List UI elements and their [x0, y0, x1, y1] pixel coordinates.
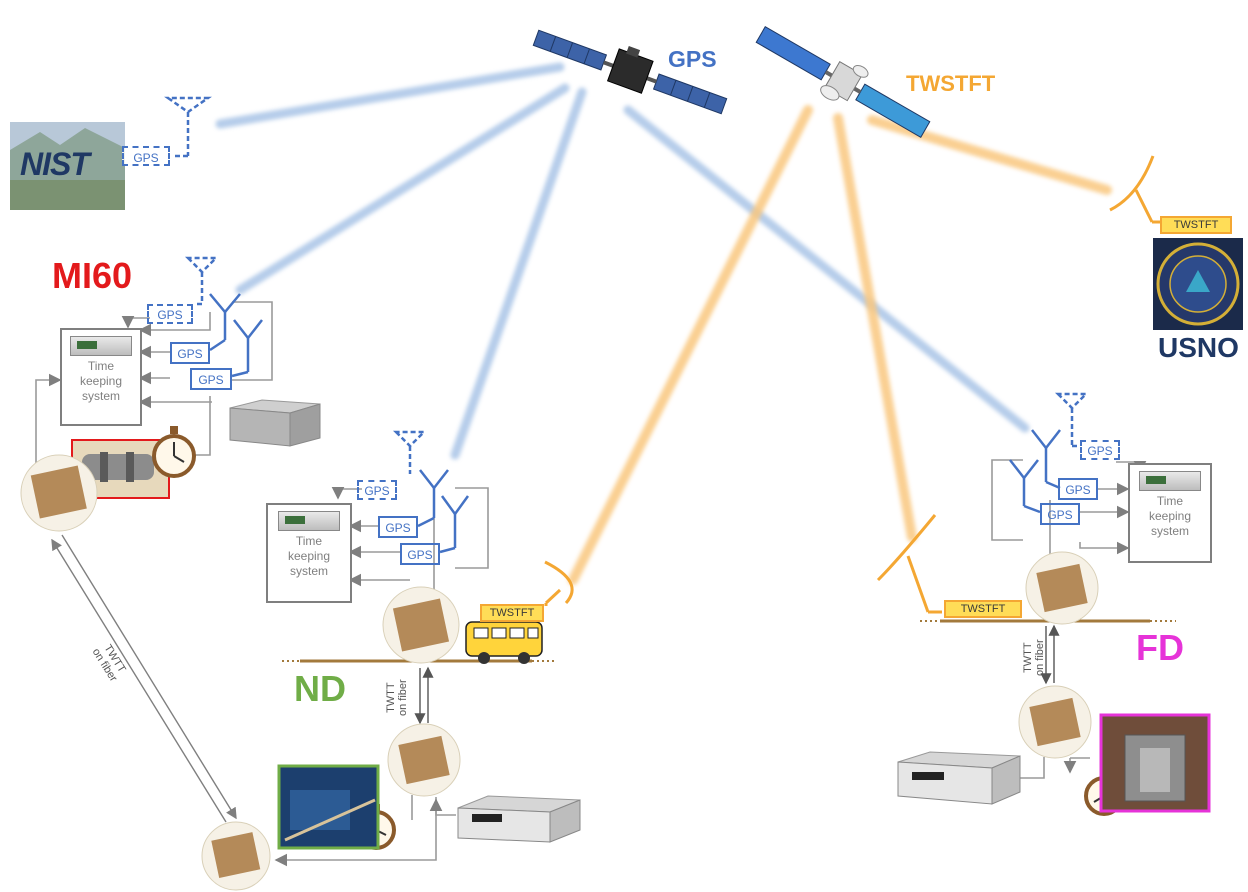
mi60-wr-node	[20, 454, 98, 532]
nist-antenna-icon	[164, 96, 212, 158]
nd-wr-node-bottom	[387, 723, 461, 797]
mi60-timekeeping-box: Time keeping system	[60, 328, 142, 426]
fd-timekeeping-box: Time keeping system	[1128, 463, 1212, 563]
fd-bottom-wires	[1018, 757, 1090, 779]
gps-beams	[215, 62, 1030, 460]
nd-fiber-label: TWTT on fiber	[385, 679, 409, 716]
fd-fiber-line2: on fiber	[1034, 639, 1047, 676]
twstft-beam-fd	[833, 113, 917, 542]
nd-gps-box-2: GPS	[400, 543, 440, 565]
gps-satellite-label: GPS	[668, 46, 717, 72]
nd-detector-photo	[277, 764, 380, 850]
nd-tk-line3: system	[289, 564, 328, 578]
twstft-beam-usno	[867, 115, 1112, 195]
fd-wr-node-bottom	[1018, 685, 1092, 759]
mi60-timekeeping-device-icon	[70, 336, 132, 356]
nd-twstft-box: TWSTFT	[480, 604, 544, 622]
fd-antenna-dashed-icon	[1054, 392, 1090, 448]
fd-twstft-box: TWSTFT	[944, 600, 1022, 618]
nd-timekeeping-box: Time keeping system	[266, 503, 352, 603]
fd-wires	[991, 459, 1147, 555]
nd-counter-instrument	[457, 795, 581, 843]
usno-label: USNO	[1158, 332, 1239, 363]
mi60-gps-receiver-box	[229, 399, 321, 447]
nist-photo	[10, 122, 125, 210]
fd-timekeeping-device-icon	[1139, 471, 1201, 491]
nd-fiber-line1: TWTT	[385, 682, 397, 713]
mi60-tk-line3: system	[81, 389, 120, 403]
gps-beam-nist	[215, 62, 565, 129]
gps-beam-nd	[450, 87, 587, 460]
nd-gps-dashed-box: GPS	[357, 480, 397, 500]
nist-gps-box: GPS	[122, 146, 170, 166]
twstft-beams	[568, 105, 1112, 585]
fd-gps-dashed-box: GPS	[1080, 440, 1120, 460]
nd-antenna-dashed-icon	[392, 430, 428, 474]
nd-wr-node	[382, 586, 460, 664]
usno-dish-icon	[1109, 155, 1160, 224]
mi60-antenna-dashed-icon	[184, 256, 220, 306]
nd-tk-line1: Time	[295, 534, 323, 548]
nd-dish-icon	[544, 560, 574, 606]
gps-beam-fd	[623, 105, 1030, 433]
bottom-wr-node	[201, 821, 271, 891]
nd-tk-line2: keeping	[287, 549, 331, 563]
mi60-gps-box-2: GPS	[190, 368, 232, 390]
twstft-satellite-icon	[755, 26, 931, 138]
mi60-fiber-link	[51, 534, 237, 823]
fd-detector-photo	[1099, 713, 1211, 813]
nd-bottom-wires	[274, 795, 456, 867]
nd-van-icon	[465, 621, 543, 664]
mi60-stopwatch-icon	[152, 426, 196, 478]
nd-timekeeping-device-icon	[278, 511, 340, 531]
fd-tk-line1: Time	[1156, 494, 1184, 508]
fd-fiber-line1: TWTT	[1022, 642, 1034, 673]
usno-twstft-box: TWSTFT	[1160, 216, 1232, 234]
usno-seal	[1153, 238, 1243, 330]
mi60-label: MI60	[52, 255, 133, 296]
twstft-beam-nd	[568, 105, 813, 585]
fd-wr-node	[1025, 551, 1099, 625]
nd-wires	[331, 486, 489, 595]
fd-counter-instrument	[897, 751, 1021, 805]
nd-antenna-icon	[417, 469, 470, 554]
mi60-gps-box-1: GPS	[170, 342, 210, 364]
mi60-tk-line1: Time	[87, 359, 115, 373]
mi60-antenna-icon	[209, 293, 263, 378]
twstft-satellite-label: TWSTFT	[906, 71, 996, 96]
fd-label: FD	[1136, 627, 1184, 668]
fd-dish-icon	[876, 514, 942, 614]
gps-beam-mi60	[235, 83, 570, 295]
fd-gps-box-1: GPS	[1058, 478, 1098, 500]
fd-tk-line3: system	[1150, 524, 1189, 538]
mi60-gps-dashed-box: GPS	[147, 304, 193, 324]
fd-fiber-link	[1040, 624, 1060, 685]
nd-fiber-link	[414, 666, 434, 725]
nd-fiber-line2: on fiber	[397, 679, 410, 716]
fd-antenna-icon	[1009, 429, 1061, 514]
nist-logo-text: NIST	[20, 146, 90, 182]
mi60-wires	[35, 301, 273, 465]
fd-tk-line2: keeping	[1148, 509, 1192, 523]
nd-gps-box-1: GPS	[378, 516, 418, 538]
fd-gps-box-2: GPS	[1040, 503, 1080, 525]
gps-satellite-icon	[532, 29, 728, 115]
nd-label: ND	[294, 668, 346, 709]
fd-fiber-label: TWTT on fiber	[1022, 639, 1046, 676]
mi60-tk-line2: keeping	[79, 374, 123, 388]
